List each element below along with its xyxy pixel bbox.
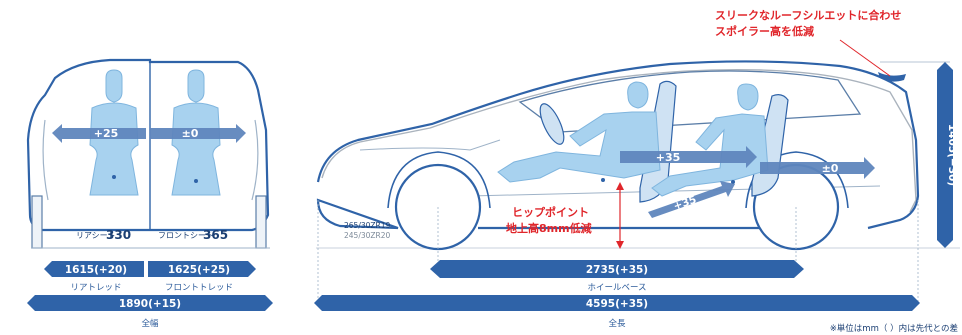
- svg-text:±0: ±0: [822, 162, 839, 175]
- hip-point-text-1: ヒップポイント: [512, 205, 589, 219]
- svg-text:+35: +35: [656, 151, 681, 164]
- rear-headroom-side-arrow: ±0: [760, 157, 875, 179]
- front-wheel-arch: [387, 151, 491, 209]
- front-view-body-outline: [26, 58, 270, 232]
- previous-model-outline: [321, 69, 917, 213]
- wheelbase-bar: 2735(+35): [430, 260, 804, 278]
- side-view: +35 ±0 +35 ヒップポイント 地上高8mm低減 265/30ZR19 2…: [314, 8, 960, 329]
- front-occupant-side-icon: [497, 81, 661, 183]
- hood-line: [359, 139, 501, 151]
- overall-width-bar: 1890(+15): [27, 295, 273, 311]
- svg-text:1890(+15): 1890(+15): [119, 298, 181, 310]
- svg-text:+35: +35: [672, 194, 698, 213]
- rear-headroom-arrow: +25: [52, 124, 146, 143]
- svg-text:2735(+35): 2735(+35): [586, 264, 648, 276]
- units-footnote: ※単位はmm（ ）内は先代との差: [830, 323, 958, 334]
- front-seat-label: フロントシート: [158, 231, 214, 240]
- svg-text:1615(+20): 1615(+20): [65, 264, 127, 276]
- rear-seat-value: 330: [106, 228, 131, 242]
- overall-length-bar: 4595(+35): [314, 295, 920, 311]
- spoiler-icon: [878, 72, 906, 82]
- overall-height-bar: 1405(−30): [937, 62, 958, 248]
- front-view: +25 ±0 リアシート 330 フロントシート 365 1615(+20) リ…: [26, 58, 273, 329]
- svg-text:±0: ±0: [182, 127, 199, 140]
- front-seat-value: 365: [203, 228, 228, 242]
- svg-text:1625(+25): 1625(+25): [168, 264, 230, 276]
- front-legroom-arrow: +35: [620, 146, 757, 168]
- tire-size-2: 245/30ZR20: [344, 231, 391, 240]
- overall-width-label: 全幅: [141, 318, 159, 329]
- front-tread-bar: 1625(+25): [148, 261, 256, 277]
- spoiler-leader-line: [839, 39, 891, 77]
- svg-text:1405(−30): 1405(−30): [946, 124, 958, 186]
- spoiler-annotation-2: スポイラー高を低減: [715, 24, 814, 38]
- door-lines: [42, 119, 259, 201]
- wheelbase-label: ホイールベース: [587, 283, 646, 293]
- rear-left-tire: [31, 195, 43, 249]
- window-outline: [518, 70, 862, 133]
- front-headroom-arrow: ±0: [150, 124, 246, 143]
- rear-tread-bar: 1615(+20): [44, 261, 144, 277]
- overall-length-label: 全長: [608, 318, 626, 329]
- tire-size-1: 265/30ZR19: [344, 221, 391, 230]
- svg-text:4595(+35): 4595(+35): [586, 298, 648, 310]
- hip-point-text-2: 地上高8mm低減: [506, 221, 592, 235]
- rear-seat-label: リアシート: [76, 231, 116, 240]
- steering-wheel-icon: [539, 103, 565, 145]
- spoiler-annotation-1: スリークなルーフシルエットに合わせ: [715, 8, 901, 22]
- front-tread-label: フロントトレッド: [165, 283, 233, 293]
- front-right-tire: [255, 195, 267, 249]
- rear-tread-label: リアトレッド: [70, 283, 121, 293]
- svg-text:+25: +25: [94, 127, 119, 140]
